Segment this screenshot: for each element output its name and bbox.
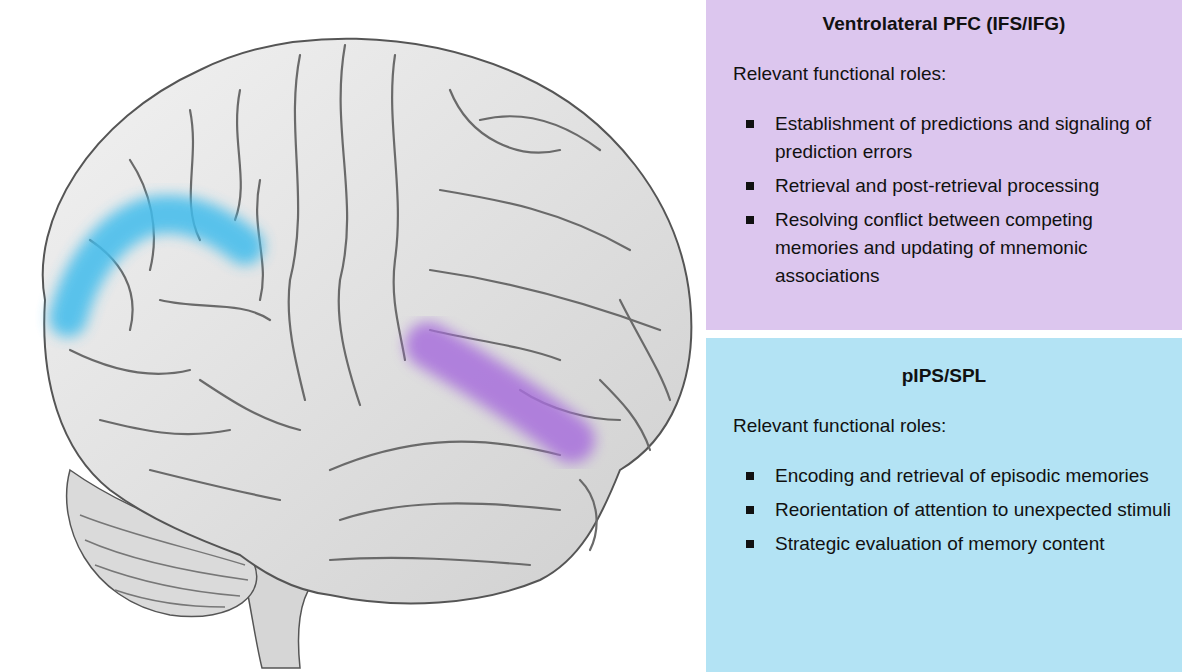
bullet-text: Reorientation of attention to unexpected…	[775, 499, 1171, 520]
region-panel: Ventrolateral PFC (IFS/IFG) Relevant func…	[706, 0, 1182, 330]
bullet-text: Strategic evaluation of memory content	[775, 533, 1105, 554]
bullet-item: Reorientation of attention to unexpected…	[706, 496, 1182, 524]
pips-spl-highlight	[68, 214, 245, 318]
brain-illustration	[0, 0, 700, 672]
sulci	[70, 45, 670, 565]
bullet-item: Encoding and retrieval of episodic memor…	[706, 462, 1182, 490]
region-heading: Ventrolateral PFC (IFS/IFG)	[706, 10, 1182, 38]
section-intro: Relevant functional roles:	[706, 60, 1182, 88]
bullet-marker	[746, 540, 754, 548]
bullet-text: Retrieval and post-retrieval processing	[775, 175, 1099, 196]
cerebrum	[43, 39, 692, 604]
bullet-item: Establishment of predictions and signali…	[706, 110, 1182, 166]
bullet-text: Establishment of predictions and signali…	[775, 113, 1151, 162]
bullet-marker	[746, 506, 754, 514]
bullet-item: Strategic evaluation of memory content	[706, 530, 1182, 558]
bullet-marker	[746, 182, 754, 190]
vlpfc-highlight	[428, 345, 572, 440]
bullet-marker	[746, 472, 754, 480]
section-intro: Relevant functional roles:	[706, 412, 1182, 440]
region-panel: pIPS/SPL Relevant functional roles: Encodi…	[706, 338, 1182, 672]
bullet-marker	[746, 216, 754, 224]
bullet-item: Resolving conflict between competing mem…	[706, 206, 1182, 290]
bullet-text: Encoding and retrieval of episodic memor…	[775, 465, 1149, 486]
bullet-item: Retrieval and post-retrieval processing	[706, 172, 1182, 200]
bullet-marker	[746, 120, 754, 128]
region-heading: pIPS/SPL	[706, 362, 1182, 390]
bullet-text: Resolving conflict between competing mem…	[775, 209, 1093, 286]
